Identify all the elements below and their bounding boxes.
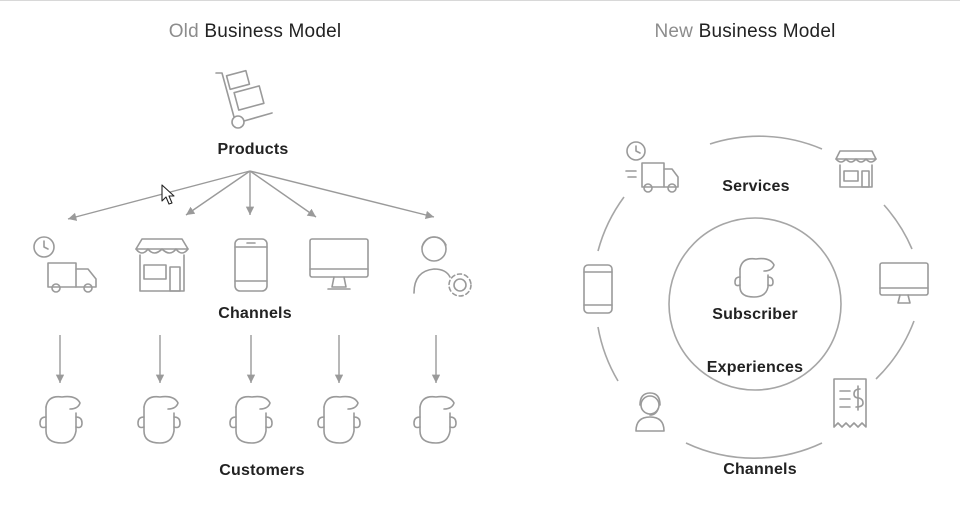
- ring-headset-agent-icon: [635, 392, 665, 432]
- products-label: Products: [217, 141, 289, 158]
- ring-mobile-phone-icon: [583, 264, 613, 314]
- channels-label: Channels: [218, 305, 292, 322]
- customer-head-icon-4: [317, 395, 361, 444]
- customer-head-icon-1: [39, 395, 83, 444]
- inner-circle: [668, 217, 842, 391]
- old-title-main: Business Model: [204, 21, 342, 42]
- old-model-title: Old Business Model: [169, 21, 342, 43]
- new-title-prefix: New: [654, 21, 694, 42]
- customer-head-icon-5: [413, 395, 457, 444]
- old-title-prefix: Old: [168, 21, 199, 42]
- subscriber-head-icon: [734, 257, 775, 298]
- mouse-cursor-icon: [161, 184, 175, 205]
- channel-to-customer-arrows: [55, 335, 441, 383]
- hand-truck-boxes-icon: [215, 69, 273, 129]
- delivery-truck-clock-icon: [33, 236, 97, 293]
- ring-receipt-dollar-icon: [833, 378, 867, 428]
- product-to-channel-arrows: [67, 170, 435, 221]
- ring-delivery-truck-clock-icon: [625, 141, 679, 193]
- new-title-main: Business Model: [698, 21, 836, 42]
- ring-channels-label: Channels: [723, 461, 797, 478]
- experiences-label: Experiences: [706, 359, 804, 376]
- customer-head-icon-2: [137, 395, 181, 444]
- ring-desktop-monitor-icon: [879, 262, 929, 304]
- outer-ring: [597, 135, 915, 459]
- support-agent-gear-icon: [413, 236, 472, 297]
- subscriber-label: Subscriber: [712, 306, 798, 323]
- ring-storefront-icon: [835, 150, 877, 188]
- customers-label: Customers: [219, 462, 305, 479]
- mobile-phone-icon: [234, 238, 268, 292]
- storefront-icon: [135, 238, 189, 292]
- services-label: Services: [722, 178, 790, 195]
- new-model-title: New Business Model: [654, 21, 835, 43]
- desktop-monitor-icon: [309, 238, 369, 290]
- customer-head-icon-3: [229, 395, 273, 444]
